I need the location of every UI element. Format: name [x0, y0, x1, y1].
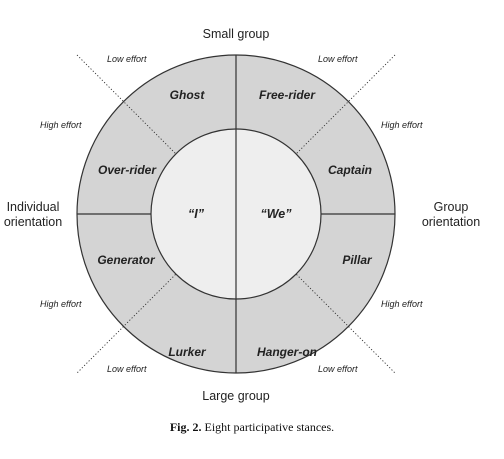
core-individual-label: “I” [188, 207, 205, 221]
stance-ghost: Ghost [170, 88, 206, 102]
effort-label-upper-right: High effort [381, 120, 423, 130]
axis-label-right-1: Group [434, 200, 469, 214]
effort-label-top-right: Low effort [318, 54, 358, 64]
stance-lurker: Lurker [168, 345, 207, 359]
effort-label-upper-left: High effort [40, 120, 82, 130]
stance-hanger-on: Hanger-on [257, 345, 317, 359]
stance-captain: Captain [328, 163, 372, 177]
axis-label-bottom: Large group [202, 389, 269, 403]
effort-label-lower-left: High effort [40, 299, 82, 309]
effort-label-bottom-right: Low effort [318, 364, 358, 374]
figure-caption-text: Eight participative stances. [204, 420, 335, 434]
axis-label-left-2: orientation [4, 215, 62, 229]
figure-caption: Fig. 2. Eight participative stances. [0, 420, 504, 435]
stance-pillar: Pillar [342, 253, 373, 267]
effort-label-lower-right: High effort [381, 299, 423, 309]
axis-label-left-1: Individual [7, 200, 60, 214]
effort-label-bottom-left: Low effort [107, 364, 147, 374]
core-group-label: “We” [260, 207, 292, 221]
axis-label-top: Small group [203, 27, 270, 41]
stance-generator: Generator [97, 253, 156, 267]
axis-label-right-2: orientation [422, 215, 480, 229]
stance-free-rider: Free-rider [259, 88, 316, 102]
figure-caption-label: Fig. 2. [169, 420, 202, 434]
stance-over-rider: Over-rider [98, 163, 157, 177]
effort-label-top-left: Low effort [107, 54, 147, 64]
